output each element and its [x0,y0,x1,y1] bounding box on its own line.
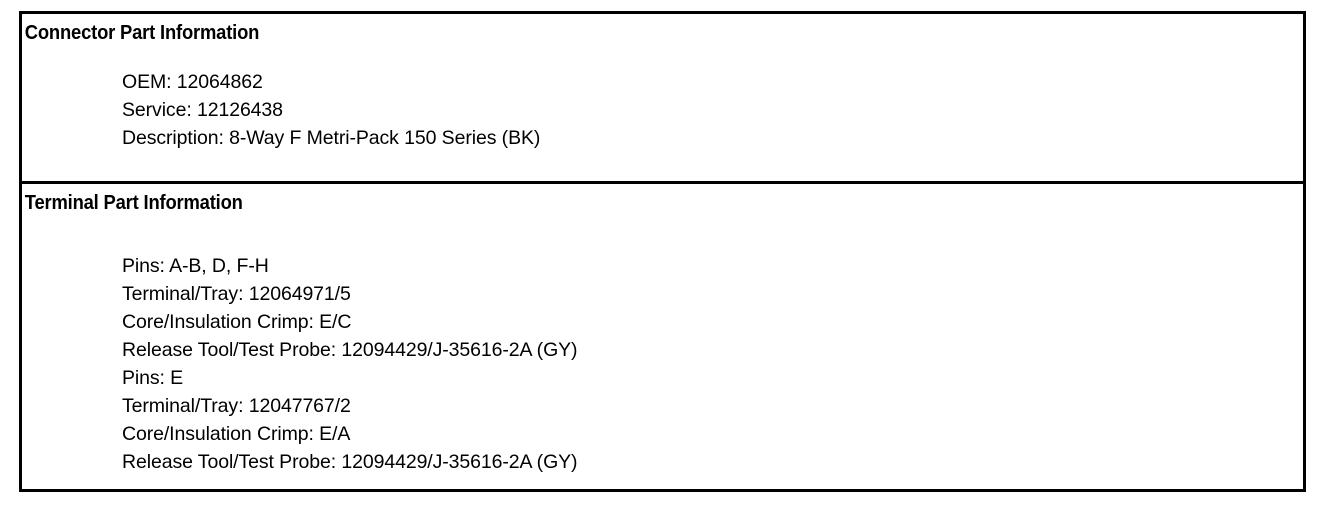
connector-section-body: OEM: 12064862 Service: 12126438 Descript… [22,45,1303,152]
terminal-group1-terminal-tray-line: Terminal/Tray: 12064971/5 [122,283,351,305]
terminal-group1-core-insulation-crimp-line: Core/Insulation Crimp: E/C [122,311,352,333]
terminal-group1-pins-line: Pins: A-B, D, F-H [122,255,269,277]
connector-description-line: Description: 8-Way F Metri-Pack 150 Seri… [122,127,541,149]
terminal-group2-pins-line: Pins: E [122,367,184,389]
terminal-section-header: Terminal Part Information [24,192,243,214]
connector-service-line: Service: 12126438 [122,99,283,121]
connector-part-information-section: Connector Part Information OEM: 12064862… [22,14,1303,184]
terminal-group2-terminal-tray-line: Terminal/Tray: 12047767/2 [122,395,351,417]
connector-oem-line: OEM: 12064862 [122,71,263,93]
terminal-group2-release-tool-test-probe-line: Release Tool/Test Probe: 12094429/J-3561… [122,451,578,473]
terminal-section-body: Pins: A-B, D, F-H Terminal/Tray: 1206497… [22,215,1303,476]
connector-section-header: Connector Part Information [24,22,260,44]
part-information-table: Connector Part Information OEM: 12064862… [19,11,1306,492]
terminal-part-information-section: Terminal Part Information Pins: A-B, D, … [22,184,1303,486]
terminal-group1-release-tool-test-probe-line: Release Tool/Test Probe: 12094429/J-3561… [122,339,578,361]
terminal-group2-core-insulation-crimp-line: Core/Insulation Crimp: E/A [122,423,351,445]
